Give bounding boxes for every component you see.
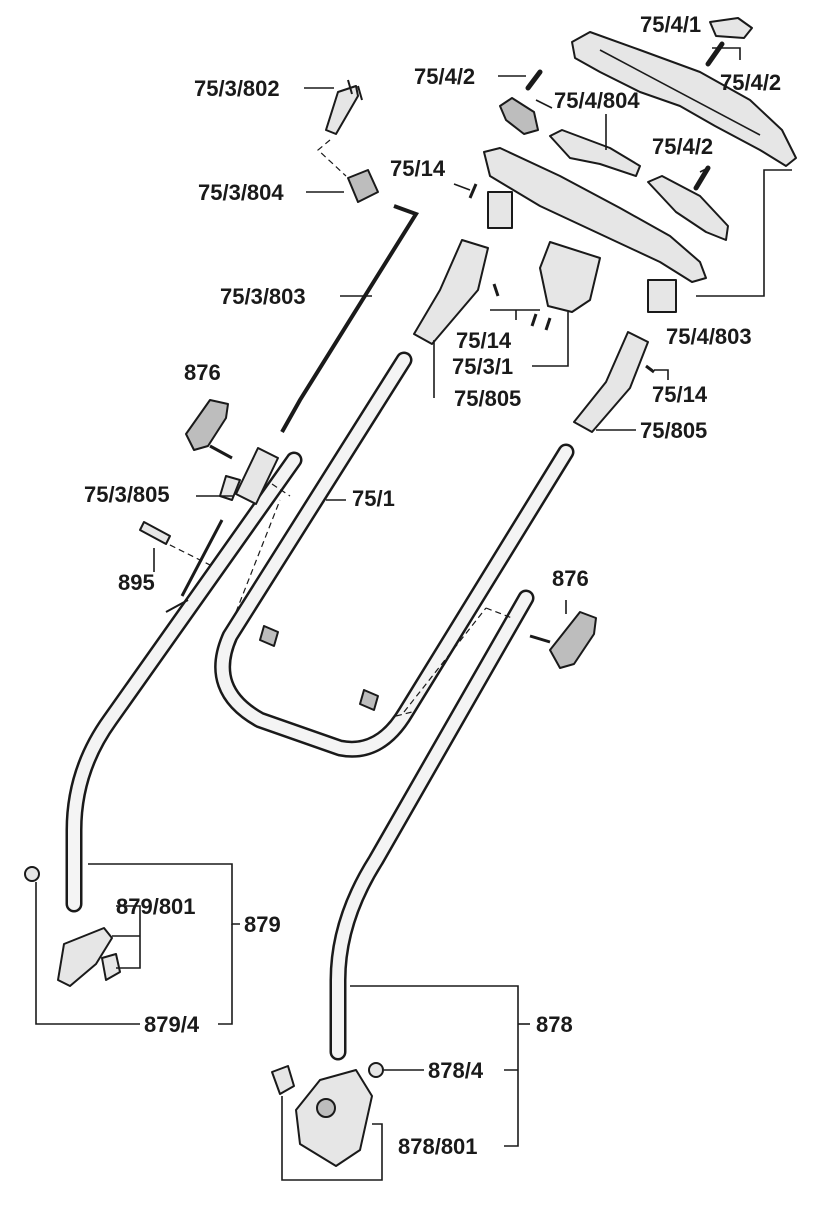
bracket-879	[57, 927, 121, 987]
label-878-801: 878/801	[398, 1134, 478, 1159]
label-75-3-804: 75/3/804	[198, 180, 284, 205]
label-75-4-2-c: 75/4/2	[652, 134, 714, 159]
lower-tube-left	[65, 451, 303, 913]
cap-part-75-4-1	[709, 17, 753, 39]
pin-75-4-2-top	[705, 41, 725, 67]
pin-75-4-2-mid	[693, 165, 711, 191]
handle-part-right	[647, 175, 729, 241]
bracket-878	[295, 1069, 373, 1167]
handle-tube-75-1	[214, 351, 575, 758]
label-75-1: 75/1	[352, 486, 395, 511]
label-75-3-802: 75/3/802	[194, 76, 280, 101]
label-75-4-803: 75/4/803	[666, 324, 752, 349]
sleeve-895	[139, 521, 171, 545]
plug-75-3-804	[347, 169, 379, 203]
bolt-left	[259, 625, 279, 647]
label-75-3-1: 75/3/1	[452, 354, 514, 379]
label-75-3-805: 75/3/805	[84, 482, 170, 507]
label-75-4-2-b: 75/4/2	[720, 70, 782, 95]
lower-tube-right	[329, 589, 535, 1061]
label-75-14-c: 75/14	[652, 382, 708, 407]
label-878-4: 878/4	[428, 1058, 484, 1083]
bolt-right	[359, 689, 379, 711]
label-75-14-b: 75/14	[456, 328, 512, 353]
label-879-801: 879/801	[116, 894, 196, 919]
clip-878	[271, 1065, 295, 1095]
screw-878-4	[368, 1062, 384, 1078]
label-879: 879	[244, 912, 281, 937]
screw-75-14-top	[468, 183, 478, 199]
switch-lever-75-4-804	[549, 129, 641, 177]
tube-sleeve-left	[413, 239, 489, 345]
cable-clamp-75-3-805	[219, 447, 279, 505]
label-895: 895	[118, 570, 155, 595]
label-75-14-a: 75/14	[390, 156, 446, 181]
label-876-a: 876	[184, 360, 221, 385]
leader-lines	[35, 47, 792, 1181]
pin-75-4-2-left	[525, 69, 543, 91]
label-75-805-a: 75/805	[454, 386, 522, 411]
tube-sleeve-right	[573, 331, 649, 433]
label-879-4: 879/4	[144, 1012, 200, 1037]
screw-879-4	[24, 866, 40, 882]
label-75-4-1: 75/4/1	[640, 12, 702, 37]
lower-handle-housing-75-4-803	[483, 147, 707, 313]
label-878: 878	[536, 1012, 573, 1037]
label-75-4-804: 75/4/804	[554, 88, 640, 113]
trigger-part-left	[499, 97, 539, 135]
upper-handle-cover	[571, 31, 797, 167]
knob-876-right	[529, 611, 597, 669]
motor-switch-box-75-3-1	[539, 241, 601, 313]
label-876-b: 876	[552, 566, 589, 591]
label-75-4-2-a: 75/4/2	[414, 64, 476, 89]
connector-75-3-802	[325, 79, 363, 135]
cable-75-3-803	[280, 204, 420, 433]
knob-876-left	[185, 399, 233, 460]
label-75-805-b: 75/805	[640, 418, 708, 443]
label-75-3-803: 75/3/803	[220, 284, 306, 309]
